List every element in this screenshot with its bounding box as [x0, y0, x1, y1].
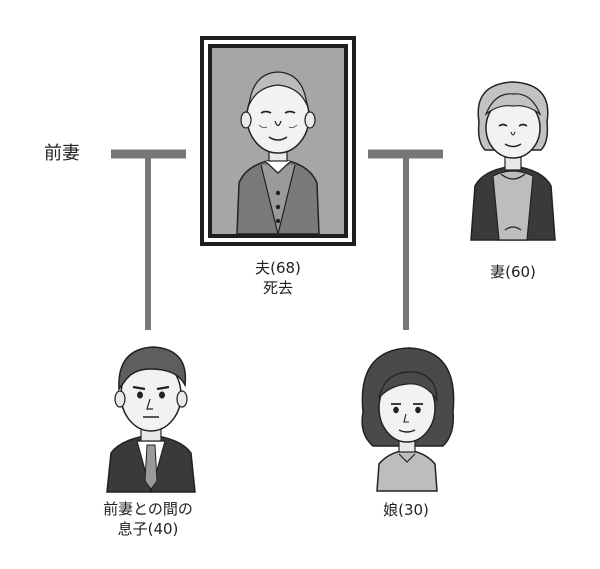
former-wife-label: 前妻 — [44, 143, 80, 164]
daughter-label: 娘(30) — [383, 501, 429, 519]
son-figure — [106, 346, 196, 493]
husband-portrait — [200, 36, 356, 246]
son-relation-label: 前妻との間の — [103, 500, 193, 518]
wife-figure — [470, 81, 556, 241]
husband-status-label: 死去 — [262, 279, 293, 297]
husband-label: 夫(68) 死去 — [218, 258, 338, 298]
husband-age-label: 夫(68) — [255, 259, 301, 277]
wife-label: 妻(60) — [490, 263, 536, 281]
son-age-label: 息子(40) — [117, 520, 179, 538]
son-label: 前妻との間の 息子(40) — [68, 499, 228, 539]
daughter-figure — [361, 347, 455, 492]
